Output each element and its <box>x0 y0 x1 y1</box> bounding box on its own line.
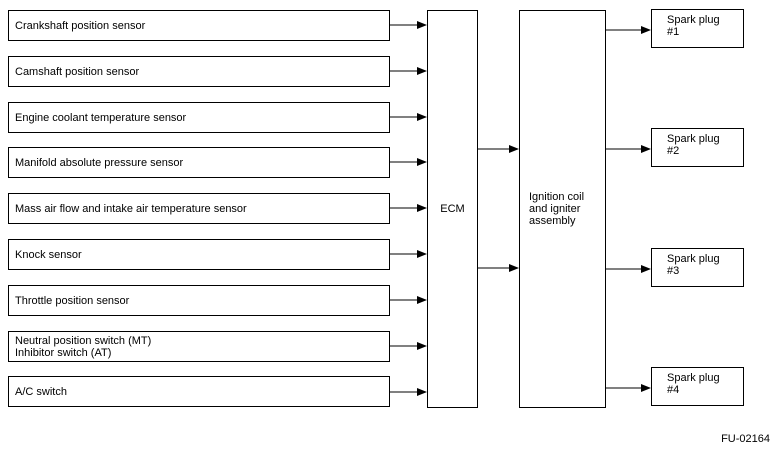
sensor-label: Manifold absolute pressure sensor <box>15 156 184 169</box>
sensor-label: Neutral position switch (MT) Inhibitor s… <box>15 334 152 359</box>
spark-plug-box-3: Spark plug #3 <box>651 248 744 287</box>
sensor-box-throttle-position: Throttle position sensor <box>8 285 390 316</box>
spark-plug-box-4: Spark plug #4 <box>651 367 744 406</box>
sensor-box-knock: Knock sensor <box>8 239 390 270</box>
sensor-box-camshaft: Camshaft position sensor <box>8 56 390 87</box>
sensor-box-manifold-pressure: Manifold absolute pressure sensor <box>8 147 390 178</box>
spark-plug-box-1: Spark plug #1 <box>651 9 744 48</box>
spark-plug-label: Spark plug #4 <box>667 372 720 396</box>
sensor-box-crankshaft: Crankshaft position sensor <box>8 10 390 41</box>
sensor-label: Engine coolant temperature sensor <box>15 111 187 124</box>
figure-code: FU-02164 <box>721 433 770 445</box>
ignition-coil-box: Ignition coil and igniter assembly <box>519 10 606 408</box>
sensor-box-neutral-inhibitor-switch: Neutral position switch (MT) Inhibitor s… <box>8 331 390 362</box>
sensor-box-mass-air-flow: Mass air flow and intake air temperature… <box>8 193 390 224</box>
ignition-coil-label: Ignition coil and igniter assembly <box>529 191 585 227</box>
sensor-box-coolant-temperature: Engine coolant temperature sensor <box>8 102 390 133</box>
spark-plug-box-2: Spark plug #2 <box>651 128 744 167</box>
sensor-box-ac-switch: A/C switch <box>8 376 390 407</box>
sensor-label: Crankshaft position sensor <box>15 19 146 32</box>
spark-plug-label: Spark plug #2 <box>667 133 720 157</box>
sensor-label: Knock sensor <box>15 248 82 261</box>
sensor-label: Mass air flow and intake air temperature… <box>15 202 247 215</box>
sensor-label: A/C switch <box>15 385 67 398</box>
spark-plug-label: Spark plug #1 <box>667 14 720 38</box>
ecm-label: ECM <box>440 203 465 215</box>
ecm-box: ECM <box>427 10 478 408</box>
sensor-label: Camshaft position sensor <box>15 65 140 78</box>
sensor-label: Throttle position sensor <box>15 294 130 307</box>
spark-plug-label: Spark plug #3 <box>667 253 720 277</box>
